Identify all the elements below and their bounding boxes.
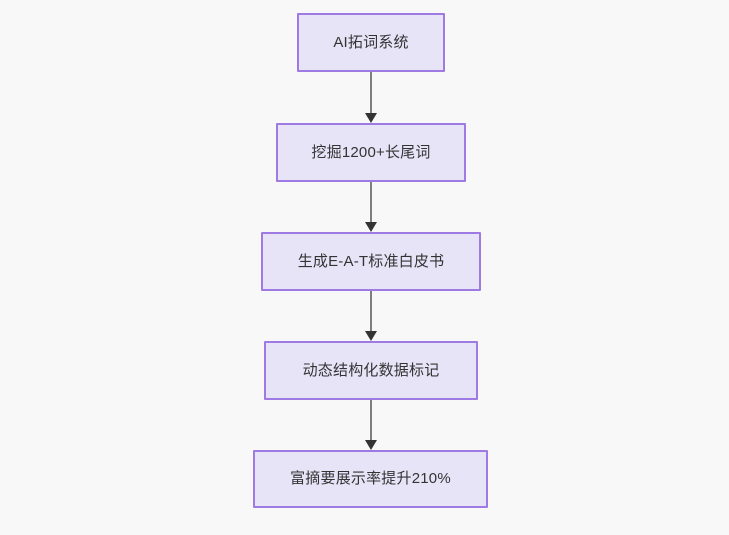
arrowhead-icon	[365, 113, 377, 123]
flow-node-label: 挖掘1200+长尾词	[311, 143, 431, 161]
flow-edge-n3-n4	[365, 291, 377, 341]
flow-node-label: AI拓词系统	[333, 33, 409, 51]
flow-node-label: 动态结构化数据标记	[302, 361, 440, 379]
flow-node-rich-snippet-result[interactable]: 富摘要展示率提升210%	[253, 450, 488, 508]
arrowhead-icon	[365, 222, 377, 232]
flow-node-eat-whitepaper[interactable]: 生成E-A-T标准白皮书	[261, 232, 481, 291]
flow-edge-n4-n5	[365, 400, 377, 450]
flow-edge-n2-n3	[365, 182, 377, 232]
flow-edge-n1-n2	[365, 72, 377, 123]
arrowhead-icon	[365, 331, 377, 341]
flow-node-structured-data-markup[interactable]: 动态结构化数据标记	[264, 341, 478, 400]
flow-node-ai-keyword-system[interactable]: AI拓词系统	[297, 13, 445, 72]
flow-node-label: 生成E-A-T标准白皮书	[297, 252, 445, 270]
flow-node-label: 富摘要展示率提升210%	[290, 470, 451, 487]
flow-node-longtail-keywords[interactable]: 挖掘1200+长尾词	[276, 123, 466, 182]
arrowhead-icon	[365, 440, 377, 450]
